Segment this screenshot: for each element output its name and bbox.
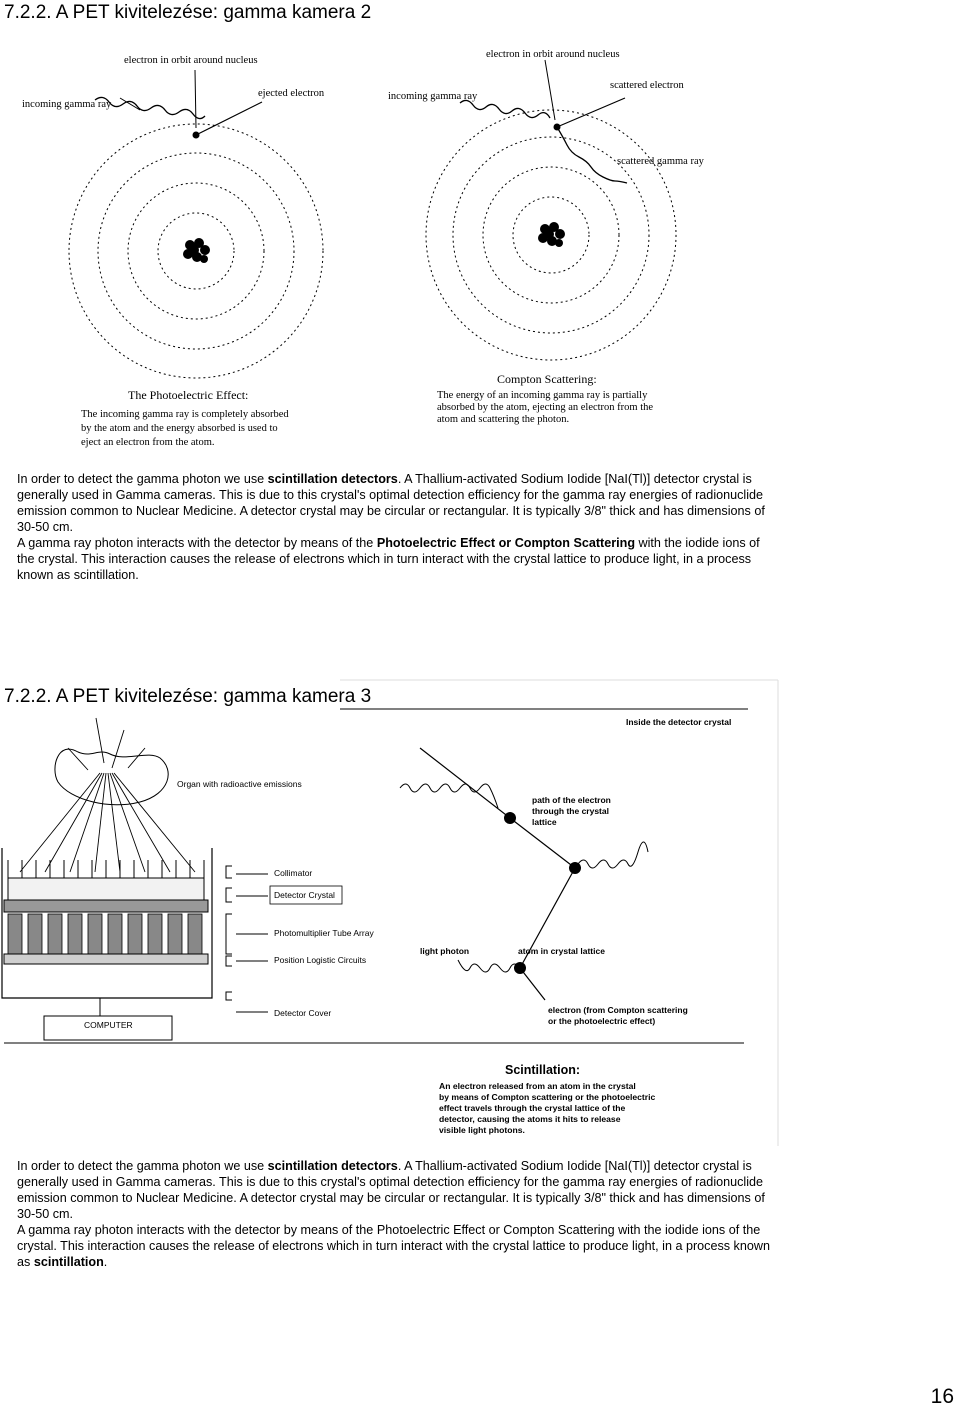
scattered-electron-path bbox=[556, 97, 626, 128]
section2-heading: 7.2.2. A PET kivitelezése: gamma kamera … bbox=[4, 686, 372, 707]
label-path: path of the electron bbox=[532, 795, 611, 805]
label-plc: Position Logistic Circuits bbox=[274, 955, 366, 965]
label-scattered-gamma: scattered gamma ray bbox=[617, 156, 705, 167]
orbit-ring bbox=[482, 166, 620, 304]
paragraph: A gamma ray photon interacts with the de… bbox=[17, 536, 760, 582]
section2-text: In order to detect the gamma photon we u… bbox=[17, 1158, 777, 1270]
computer-box bbox=[43, 1015, 173, 1041]
caption-line: The incoming gamma ray is completely abs… bbox=[81, 409, 289, 420]
caption-line: The energy of an incoming gamma ray is p… bbox=[437, 390, 648, 401]
label-crystal: Detector Crystal bbox=[274, 890, 335, 900]
label-orbit: electron in orbit around nucleus bbox=[124, 55, 258, 66]
label-incoming: incoming gamma ray bbox=[388, 91, 478, 102]
orbit-ring bbox=[425, 109, 677, 361]
lattice-title: Inside the detector crystal bbox=[626, 717, 731, 727]
collimator bbox=[7, 860, 205, 878]
light-photon bbox=[457, 959, 521, 973]
electron-path bbox=[419, 747, 576, 1001]
section1-heading: 7.2.2. A PET kivitelezése: gamma kamera … bbox=[4, 2, 372, 23]
caption-title: The Photoelectric Effect: bbox=[128, 388, 248, 402]
label-ejected: ejected electron bbox=[258, 88, 325, 99]
section1-text: In order to detect the gamma photon we u… bbox=[17, 471, 777, 583]
label-brackets bbox=[225, 865, 268, 1013]
caption-line: by the atom and the energy absorbed is u… bbox=[81, 423, 278, 434]
pmt-array bbox=[7, 913, 203, 955]
atom-in-lattice bbox=[504, 812, 516, 824]
label-atom: atom in crystal lattice bbox=[518, 946, 605, 956]
orbit-ring bbox=[68, 123, 324, 379]
label-cover: Detector Cover bbox=[274, 1008, 331, 1018]
light-photon bbox=[399, 783, 499, 809]
scattered-gamma-ray bbox=[556, 126, 628, 184]
orbit-ring bbox=[127, 182, 265, 320]
scint-line: by means of Compton scattering or the ph… bbox=[439, 1092, 656, 1102]
label-scattered-electron: scattered electron bbox=[610, 80, 684, 91]
organ bbox=[54, 748, 169, 806]
page-number: 16 bbox=[930, 1385, 954, 1408]
caption-line: absorbed by the atom, ejecting an electr… bbox=[437, 402, 653, 413]
light-photon bbox=[577, 841, 649, 869]
label-electron: electron (from Compton scattering bbox=[548, 1005, 688, 1015]
label-pmt: Photomultiplier Tube Array bbox=[274, 928, 374, 938]
caption-line: atom and scattering the photon. bbox=[437, 414, 569, 425]
scint-line: detector, causing the atoms it hits to r… bbox=[439, 1114, 621, 1124]
label-incoming: incoming gamma ray bbox=[22, 99, 112, 110]
nucleus bbox=[183, 238, 210, 263]
orbit-ring bbox=[97, 152, 295, 350]
scint-line: effect travels through the crystal latti… bbox=[439, 1103, 625, 1113]
label-path: through the crystal bbox=[532, 806, 609, 816]
orbit-ring bbox=[512, 196, 590, 274]
position-logic-circuits bbox=[3, 953, 209, 965]
scint-line: An electron released from an atom in the… bbox=[439, 1081, 636, 1091]
scint-title: Scintillation: bbox=[505, 1063, 580, 1077]
label-path: lattice bbox=[532, 817, 557, 827]
gamma-camera-diagram: Organ with radioactive emissions COMPUTE… bbox=[0, 678, 780, 1148]
orbit-ring bbox=[452, 136, 650, 334]
label-collimator: Collimator bbox=[274, 868, 312, 878]
atom-in-lattice bbox=[569, 862, 581, 874]
paragraph: A gamma ray photon interacts with the de… bbox=[17, 1223, 770, 1269]
caption-title: Compton Scattering: bbox=[497, 372, 597, 386]
nucleus bbox=[538, 222, 565, 247]
caption-line: eject an electron from the atom. bbox=[81, 437, 215, 448]
label-electron: or the photoelectric effect) bbox=[548, 1016, 655, 1026]
ejected-electron-path bbox=[195, 101, 263, 136]
label-computer: COMPUTER bbox=[84, 1020, 133, 1030]
gamma-emission-rays bbox=[19, 717, 196, 873]
detector-cover bbox=[1, 848, 213, 999]
scint-line: visible light photons. bbox=[439, 1125, 525, 1135]
incoming-gamma-ray bbox=[94, 96, 206, 120]
orbit-ring bbox=[157, 212, 235, 290]
label-light: light photon bbox=[420, 946, 469, 956]
paragraph: In order to detect the gamma photon we u… bbox=[17, 472, 765, 534]
photoelectric-diagram: electron in orbit around nucleus incomin… bbox=[0, 40, 380, 460]
detector-crystal bbox=[7, 877, 205, 901]
compton-diagram: electron in orbit around nucleus incomin… bbox=[385, 40, 725, 430]
incoming-gamma-ray bbox=[459, 99, 551, 119]
label-orbit: electron in orbit around nucleus bbox=[486, 49, 620, 60]
label-organ: Organ with radioactive emissions bbox=[177, 779, 302, 789]
paragraph: In order to detect the gamma photon we u… bbox=[17, 1159, 765, 1221]
